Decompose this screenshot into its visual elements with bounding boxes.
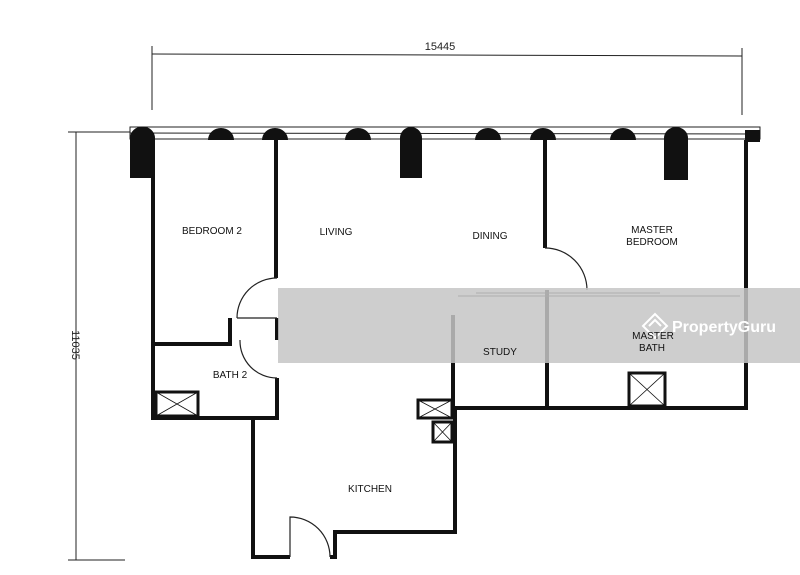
column <box>664 127 688 180</box>
fixtures <box>154 371 667 444</box>
room-label-living: LIVING <box>320 227 353 238</box>
room-label-master-bath: MASTER <box>632 331 674 342</box>
width-dimension-label: 15445 <box>425 41 456 53</box>
room-label-kitchen: KITCHEN <box>348 484 392 495</box>
watermark-text: PropertyGuru <box>672 319 776 336</box>
room-label-master-bedroom-2: BEDROOM <box>626 237 678 248</box>
facade-windows <box>129 126 761 180</box>
watermark-logo-icon <box>641 312 669 340</box>
column <box>400 127 422 178</box>
watermark-band <box>278 288 800 363</box>
width-dimension: 15445 <box>151 41 743 115</box>
room-label-bedroom2: BEDROOM 2 <box>182 226 242 237</box>
height-dimension-label: 11035 <box>69 330 81 360</box>
room-label-dining: DINING <box>473 231 508 242</box>
height-dimension: 11035 <box>68 131 130 561</box>
room-label-study: STUDY <box>483 347 517 358</box>
room-label-master-bath-2: BATH <box>639 343 665 354</box>
room-label-master-bedroom: MASTER <box>631 225 673 236</box>
room-label-bath2: BATH 2 <box>213 370 248 381</box>
doors <box>236 247 588 558</box>
column <box>130 126 155 178</box>
